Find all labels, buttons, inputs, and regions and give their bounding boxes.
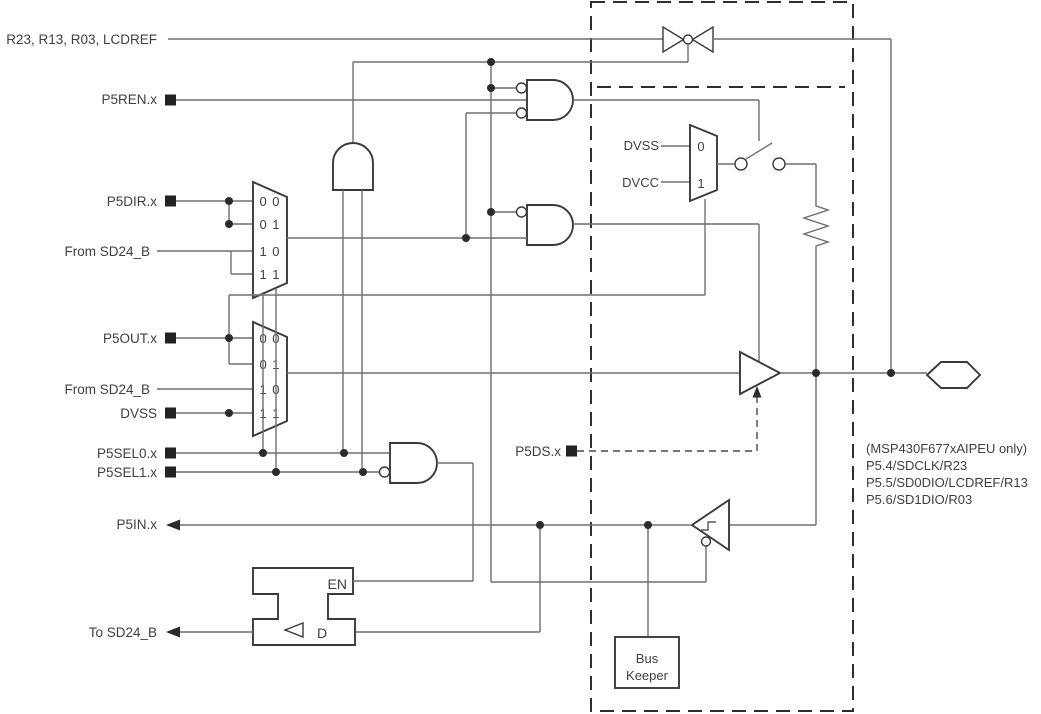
label-from-sd24-b: From SD24_B <box>64 382 150 397</box>
schmitt-trigger-icon <box>690 498 730 552</box>
resistor-icon <box>801 203 831 247</box>
switch-lever-icon <box>745 142 773 160</box>
pull-enable-gates <box>176 79 760 361</box>
left-arrow-icon <box>166 519 180 531</box>
pin-note-line4: P5.6/SD1DIO/R03 <box>866 492 972 507</box>
dir-mux-in10: 1 0 <box>259 244 280 259</box>
out-mux-in01: 0 1 <box>259 357 280 372</box>
pullup-pulldown-section: 0 1 DVSS DVCC <box>622 123 831 525</box>
bus-keeper-box <box>614 636 680 689</box>
input-latch-section: EN D <box>166 525 541 646</box>
out-mux-in11: 1 1 <box>259 406 280 421</box>
bus-keeper-label-2: Keeper <box>626 668 669 683</box>
bus-keeper-section: Bus Keeper <box>614 525 680 689</box>
input-buffer-section <box>166 498 816 552</box>
label-to-sd24: To SD24_B <box>89 625 157 640</box>
pull-mux-bit1: 1 <box>697 176 704 191</box>
out-mux-in10: 1 0 <box>259 382 280 397</box>
label-p5sel1: P5SEL1.x <box>97 465 157 480</box>
out-mux-in00: 0 0 <box>259 331 280 346</box>
pull-enable-and-gate-icon <box>526 79 574 121</box>
analog-switch-section <box>168 25 892 373</box>
dvss-terminal <box>165 407 176 419</box>
p5out-terminal <box>165 332 176 344</box>
switch-contact-icon <box>772 157 786 171</box>
label-dvss-pull: DVSS <box>624 138 660 153</box>
label-p5out: P5OUT.x <box>103 331 157 346</box>
direction-mux: 0 0 0 1 1 0 1 1 <box>157 180 527 300</box>
latch-icon <box>252 567 356 646</box>
dir-mux-in00: 0 0 <box>259 194 280 209</box>
terminals <box>165 94 176 478</box>
label-dvcc-pull: DVCC <box>622 175 659 190</box>
pin-note-line1: (MSP430F677xAIPEU only) <box>866 441 1027 456</box>
up-arrow-icon <box>752 386 762 398</box>
label-from-sd24-a: From SD24_B <box>64 244 150 259</box>
pin-note: (MSP430F677xAIPEU only) P5.4/SDCLK/R23 P… <box>866 441 1028 507</box>
label-p5dir: P5DIR.x <box>107 194 158 209</box>
pin-note-line2: P5.4/SDCLK/R23 <box>866 458 967 473</box>
signal-labels: R23, R13, R03, LCDREF P5REN.x P5DIR.x Fr… <box>6 32 561 640</box>
analog-mode-rail <box>490 62 707 583</box>
pin-note-line3: P5.5/SD0DIO/LCDREF/R13 <box>866 475 1028 490</box>
and-gate-icon <box>332 142 374 191</box>
label-p5ds: P5DS.x <box>515 444 561 459</box>
p5sel0-terminal <box>165 447 176 459</box>
p5sel1-terminal <box>165 466 176 478</box>
latch-triangle-icon <box>283 621 304 639</box>
left-arrow-icon <box>166 626 180 638</box>
dashed-io-boundary <box>590 1 854 712</box>
output-driver-section <box>566 350 982 457</box>
p5ds-terminal <box>566 445 577 457</box>
latch-d-label: D <box>317 625 327 641</box>
label-p5in: P5IN.x <box>116 517 157 532</box>
mux-icon <box>252 180 288 300</box>
output-driver-icon <box>739 350 783 396</box>
junction-dots <box>225 58 895 529</box>
outer-dashed-box <box>590 1 854 712</box>
driver-enable-and-gate-icon <box>526 204 574 246</box>
dir-mux-in11: 1 1 <box>259 267 280 282</box>
hysteresis-icon <box>701 521 716 531</box>
label-dvss: DVSS <box>120 406 157 421</box>
label-r23: R23, R13, R03, LCDREF <box>6 32 157 47</box>
bus-keeper-label-1: Bus <box>636 651 659 666</box>
label-p5ren: P5REN.x <box>101 92 157 107</box>
output-mux: 0 0 0 1 1 0 1 1 <box>157 199 740 472</box>
pad-icon <box>925 361 982 389</box>
analog-switch-icon <box>662 25 685 54</box>
p5ren-terminal <box>165 94 176 106</box>
dir-mux-in01: 0 1 <box>259 217 280 232</box>
label-p5sel0: P5SEL0.x <box>97 446 157 461</box>
select-decode-gate <box>176 442 474 581</box>
latch-en-label: EN <box>328 576 347 592</box>
analog-enable-and-gate <box>332 142 374 472</box>
switch-contact-icon <box>734 157 748 171</box>
pull-mux-bit0: 0 <box>697 139 704 154</box>
pull-direction-mux-icon <box>689 123 718 203</box>
p5dir-terminal <box>165 195 176 207</box>
and-gate-icon <box>389 442 438 484</box>
